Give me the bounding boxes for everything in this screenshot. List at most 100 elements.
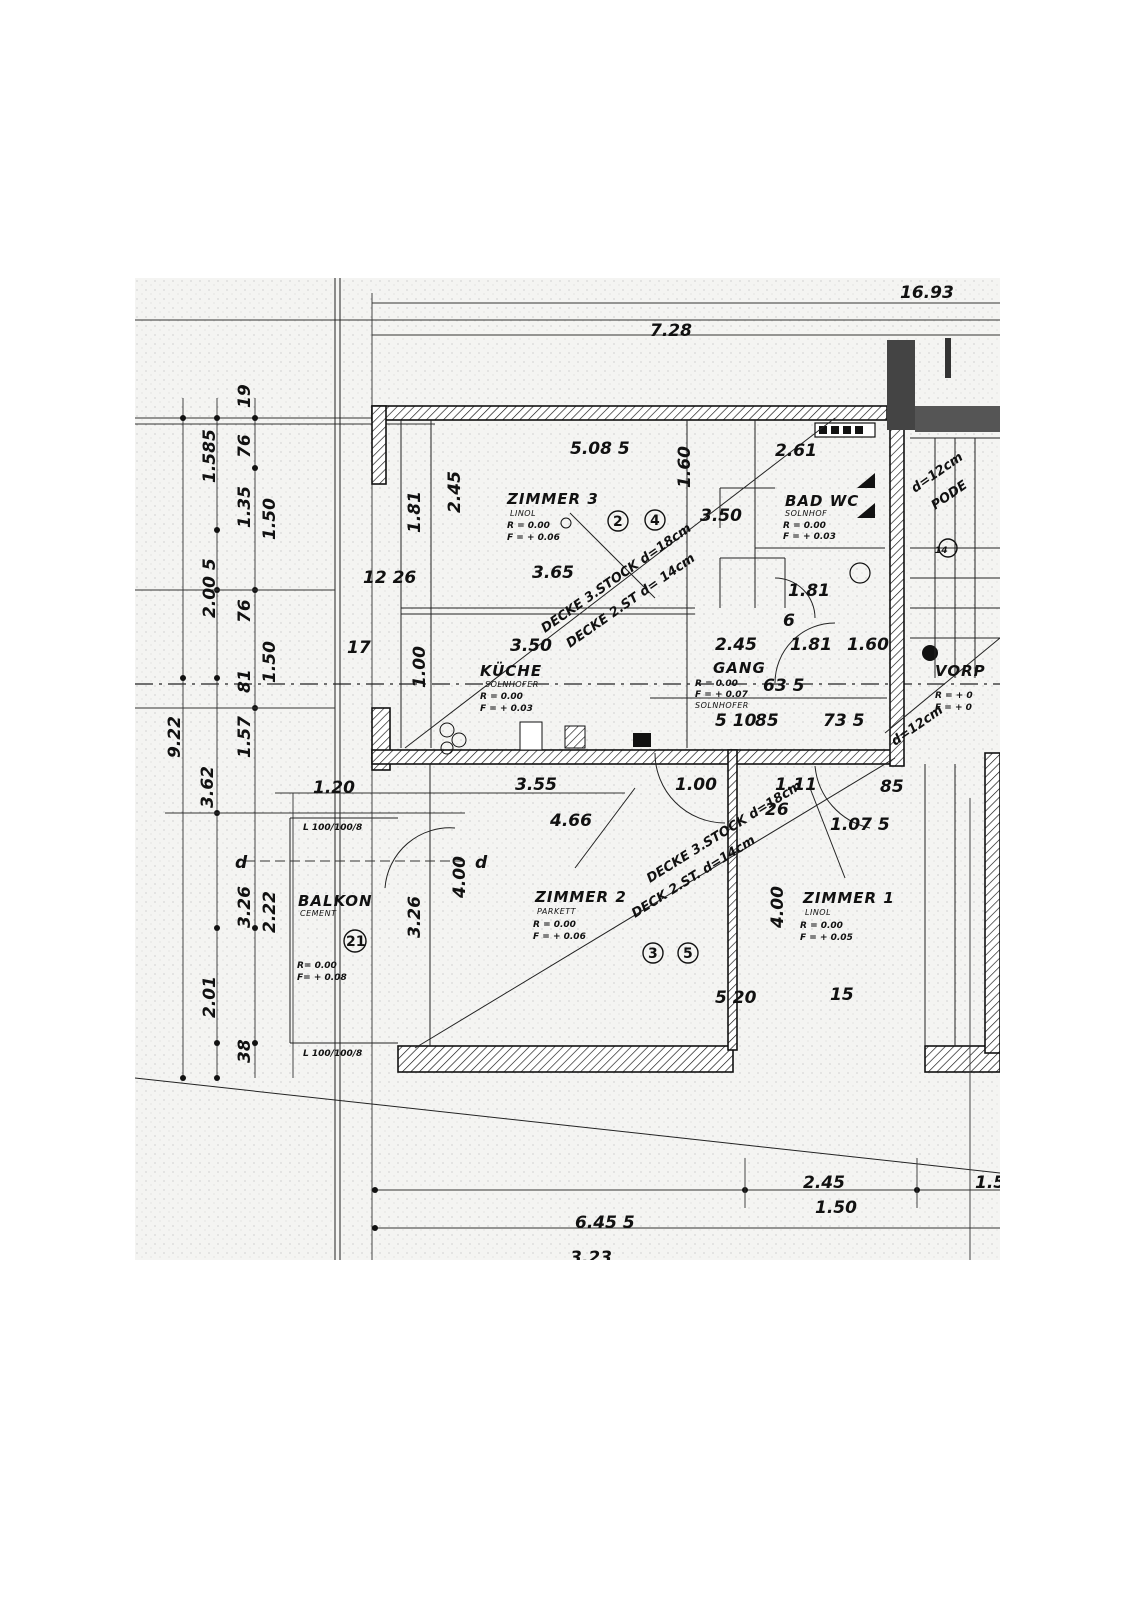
room-vorp-name: VORP — [935, 662, 986, 680]
dim-v-38: 38 — [235, 1039, 255, 1063]
room-gang-name: GANG — [713, 659, 766, 677]
dim-56: 5 20 — [715, 988, 757, 1008]
dim-v-222: 2.22 — [260, 891, 280, 933]
dim-v-76: 76 — [235, 599, 255, 623]
room-kueche-floor: SOLNHOFER — [485, 680, 539, 689]
dim-overall-top: 16.93 — [900, 283, 954, 303]
room-zimmer2-r: R = 0.00 — [533, 920, 576, 930]
room-zimmer3-marker-b: 4 — [650, 513, 660, 529]
deck-diagonals — [404, 417, 1000, 1049]
room-zimmer1-name: ZIMMER 1 — [802, 889, 895, 907]
room-balkon-marker: 21 — [346, 934, 365, 950]
dim-203-gang: 6 — [783, 611, 795, 631]
dim-v-181: 1.81 — [405, 491, 425, 533]
dim-v-2005: 2.00 5 — [200, 558, 220, 618]
dim-v-150b: 1.50 — [260, 641, 280, 683]
bathroom-fixtures — [814, 422, 938, 661]
dim-v-76b: 76 — [235, 434, 255, 458]
dim-lower-b: 4.66 — [549, 811, 592, 831]
dim-v-160: 1.60 — [675, 446, 695, 488]
dim-v-326: 3.26 — [235, 886, 255, 928]
room-zimmer2-marker-b: 5 — [683, 946, 693, 962]
room-balkon-floor: CEMENT — [300, 909, 337, 918]
dim-zimmer3-depth: 3.65 — [532, 563, 574, 583]
stairs-marker: 14 — [935, 546, 948, 556]
room-kueche-name: KÜCHE — [480, 661, 542, 680]
dim-v-1585: 1.585 — [200, 429, 220, 483]
dim-v-157: 1.57 — [235, 716, 255, 758]
room-zimmer2-f: F = + 0.06 — [533, 932, 586, 942]
dim-v-135: 1.35 — [235, 486, 255, 528]
left-dimension-lines — [135, 398, 625, 1081]
dim-85-gang: 1.81 — [790, 635, 832, 655]
dim-v-362: 3.62 — [198, 766, 218, 808]
room-balkon-r: R= 0.00 — [297, 961, 337, 971]
dim-v-201: 2.01 — [200, 976, 220, 1018]
dim-v-81: 81 — [235, 669, 255, 693]
room-bad-floor: SOLNHOF — [785, 509, 827, 518]
room-zimmer1-r: R = 0.00 — [800, 921, 843, 931]
dim-86: 1.11 — [775, 775, 817, 795]
dim-2285: 63 5 — [763, 676, 804, 696]
room-bad-r: R = 0.00 — [783, 521, 826, 531]
dim-26: 5 10 — [715, 711, 757, 731]
dim-120: 1.20 — [313, 778, 355, 798]
lamp-symbol — [560, 517, 572, 529]
dim-535: 3.50 — [700, 506, 742, 526]
bottom-dimension-lines — [135, 798, 1000, 1260]
room-kueche-f: F = + 0.03 — [480, 704, 533, 714]
dim-85-lower: 85 — [755, 711, 779, 731]
room-zimmer2-marker-a: 3 — [648, 946, 658, 962]
dim-80: 2.61 — [775, 441, 817, 461]
dim-85-bad: 1.81 — [788, 581, 830, 601]
dim-1226: 12 26 — [363, 568, 416, 588]
walls — [371, 338, 1000, 1073]
dim-v-400: 4.00 — [450, 856, 470, 899]
angle-steel-top: L 100/100/8 — [303, 823, 362, 833]
room-vorp-r: R = + 0 — [935, 691, 973, 701]
room-gang-f: F = + 0.07 — [695, 690, 749, 700]
dim-bottom-245: 2.45 — [803, 1173, 845, 1193]
dim-v-245: 2.45 — [445, 471, 465, 513]
dim-bottom-150: 1.50 — [815, 1198, 857, 1218]
dim-v-400b: 4.00 — [768, 886, 788, 929]
room-zimmer3-name: ZIMMER 3 — [506, 490, 599, 508]
floor-plan-drawing: 16.93 7.28 5.08 5 3.65 3.50 3.55 4.66 15… — [135, 278, 1000, 1260]
paper-texture — [135, 278, 1000, 1260]
dim-203: 26 — [765, 800, 789, 820]
floor-plan-sheet: 16.93 7.28 5.08 5 3.65 3.50 3.55 4.66 15… — [135, 278, 1000, 1260]
dim-right-225: 85 — [880, 777, 904, 797]
room-vorp-f: F = + 0 — [935, 703, 972, 713]
dim-v-19: 19 — [235, 384, 255, 408]
room-zimmer3-f: F = + 0.06 — [507, 533, 560, 543]
room-bad-name: BAD WC — [785, 492, 859, 510]
room-kueche-r: R = 0.00 — [480, 692, 523, 702]
dim-1075: 73 5 — [823, 711, 864, 731]
dimension-texts: 16.93 7.28 5.08 5 3.65 3.50 3.55 4.66 15… — [313, 283, 1000, 1260]
section-mark-left: d — [235, 853, 248, 873]
dim-zimmer1-width: 15 — [830, 985, 854, 1005]
dim-bottom-323: 3.23 — [570, 1248, 612, 1260]
room-zimmer1-floor: LINOL — [805, 908, 831, 917]
dim-zimmer3-width: 5.08 5 — [570, 439, 630, 459]
dim-735: 2.45 — [715, 635, 757, 655]
dim-kitchen-width: 3.50 — [510, 636, 552, 656]
room-markers — [343, 509, 958, 964]
vertical-dimension-texts: 1.585 2.00 5 9.22 1.35 76 81 1.57 3.62 3… — [165, 384, 788, 1063]
room-balkon-name: BALKON — [298, 892, 373, 910]
room-zimmer3-r: R = 0.00 — [507, 521, 550, 531]
room-gang-floor: SOLNHOFER — [695, 701, 749, 710]
dim-lower-a: 3.55 — [515, 775, 557, 795]
room-zimmer2-name: ZIMMER 2 — [534, 888, 627, 906]
dim-v-100: 1.00 — [410, 646, 430, 688]
stairs — [910, 437, 1000, 678]
dim-v-922: 9.22 — [165, 716, 185, 758]
door-swings — [384, 577, 871, 889]
room-zimmer3-marker-a: 2 — [613, 514, 623, 530]
angle-steel-bottom: L 100/100/8 — [303, 1049, 362, 1059]
room-labels: ZIMMER 3 LINOL R = 0.00 F = + 0.06 2 4 K… — [297, 490, 986, 983]
dim-top-span: 7.28 — [650, 321, 692, 341]
dim-v-326b: 3.26 — [405, 896, 425, 938]
dim-111: 1.00 — [675, 775, 717, 795]
dim-right-350: 1.07 5 — [830, 815, 890, 835]
